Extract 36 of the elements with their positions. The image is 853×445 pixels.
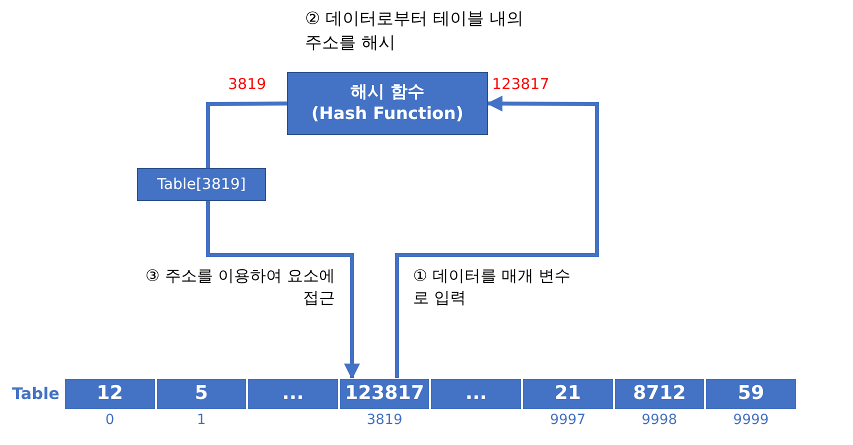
- cell-value: 12: [96, 382, 124, 406]
- node-label: Table[3819]: [157, 175, 246, 194]
- table-cell: [156, 378, 248, 410]
- index-label: 3819: [366, 412, 404, 428]
- table-cell: [522, 378, 614, 410]
- index-label: 1: [196, 412, 207, 428]
- row-label: Table: [12, 384, 60, 403]
- table-cell: [338, 378, 430, 410]
- index-label: 9997: [548, 412, 587, 428]
- cell-value: 8712: [632, 382, 686, 406]
- arrow: [395, 96, 599, 378]
- input-value: 3819: [228, 75, 266, 93]
- node-subtitle: (Hash Function): [311, 104, 464, 125]
- input-value: 123817: [492, 75, 550, 93]
- edge-label: ③ 주소를 이용하여 요소에 접근: [144, 265, 335, 310]
- arrow: [206, 201, 360, 380]
- table-cell: [705, 378, 797, 410]
- result-box: [137, 168, 266, 201]
- process-box: [287, 72, 488, 135]
- cell-value: 59: [738, 382, 764, 406]
- index-label: 9999: [732, 412, 770, 428]
- node-title: 해시 함수: [350, 82, 424, 104]
- table-cell: [64, 378, 156, 410]
- table-cell: [430, 378, 522, 410]
- cell-value: 21: [554, 382, 582, 406]
- connector-line: [206, 102, 288, 168]
- cell-value: ...: [465, 382, 488, 406]
- edge-label: ① 데이터를 매개 변수로 입력: [413, 265, 572, 310]
- table-cell: [614, 378, 706, 410]
- cell-value: ...: [282, 382, 304, 406]
- step-note: ② 데이터로부터 테이블 내의 주소를 해시: [305, 8, 524, 55]
- table-cell: [247, 378, 339, 410]
- cell-value: 5: [194, 382, 208, 406]
- index-label: 9998: [640, 412, 678, 428]
- index-label: 0: [104, 412, 116, 428]
- cell-value: 123817: [344, 382, 424, 406]
